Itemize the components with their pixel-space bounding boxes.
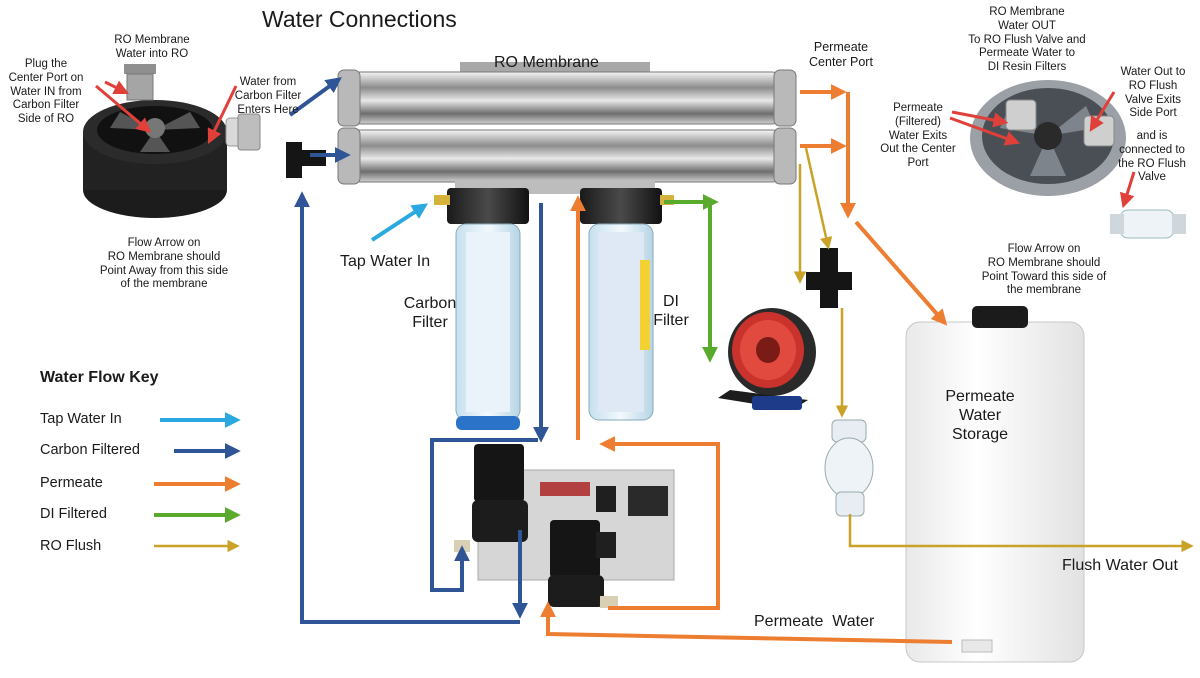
legend-label-permeate: Permeate [40, 475, 103, 491]
ro-flush-valve-image [824, 419, 874, 517]
di-filter-image [580, 188, 674, 421]
flow-arrow-toward-note: Flow Arrow on RO Membrane should Point T… [981, 243, 1107, 297]
tee-fitting-left [286, 142, 326, 178]
flush-valve-side-port-note: Water Out to RO Flush Valve Exits Side P… [1120, 66, 1186, 120]
permeate-storage-label: Permeate Water Storage [945, 388, 1015, 444]
permeate-center-port-label: Permeate Center Port [809, 40, 873, 69]
ro-flush-flow [793, 147, 1194, 553]
permeate-storage-tank-image [905, 306, 1085, 663]
ro-membrane-label: RO Membrane [494, 54, 599, 71]
legend-label-tap-water: Tap Water In [40, 411, 122, 427]
pump-board-image [454, 444, 675, 608]
ro-membrane-water-out-note: RO Membrane Water OUT To RO Flush Valve … [968, 6, 1086, 74]
red-pointer-arrows-left [95, 80, 238, 145]
ro-membrane-image [337, 62, 797, 194]
tap-water-flow [370, 203, 429, 242]
ro-outlet-end-cap-image [970, 80, 1126, 196]
legend-swatches [154, 412, 241, 553]
plug-center-port-note: Plug the Center Port on Water IN from Ca… [8, 58, 84, 126]
red-pointer-arrows-right [949, 91, 1136, 209]
carbon-filtered-flow [288, 77, 549, 624]
ro-water-in-note: RO Membrane Water into RO [114, 34, 190, 60]
di-filter-label: DI Filter [653, 293, 689, 330]
connected-to-flush-valve-note: and is connected to the RO Flush Valve [1118, 130, 1186, 184]
permeate-water-label: Permeate Water [754, 613, 875, 630]
legend-label-ro-flush: RO Flush [40, 538, 102, 554]
legend-title: Water Flow Key [40, 369, 159, 386]
di-filtered-flow [664, 194, 719, 363]
hose-reel-image [718, 308, 816, 410]
carbon-filter-label: Carbon Filter [403, 295, 457, 332]
flush-valve-small-image [1110, 209, 1186, 239]
flush-water-out-label: Flush Water Out [1062, 557, 1178, 574]
permeate-exits-center-note: Permeate (Filtered) Water Exits Out the … [880, 102, 956, 170]
legend-label-di-filtered: DI Filtered [40, 506, 107, 522]
tap-water-in-label: Tap Water In [340, 253, 431, 270]
diagram-title: Water Connections [262, 6, 457, 32]
tee-fitting-right [806, 248, 852, 308]
permeate-flow [540, 84, 953, 644]
legend-label-carbon-filtered: Carbon Filtered [40, 442, 140, 458]
flow-arrow-away-note: Flow Arrow on RO Membrane should Point A… [99, 237, 229, 291]
carbon-filter-enters-note: Water from Carbon Filter Enters Here [234, 76, 302, 116]
carbon-filter-image [434, 188, 529, 430]
